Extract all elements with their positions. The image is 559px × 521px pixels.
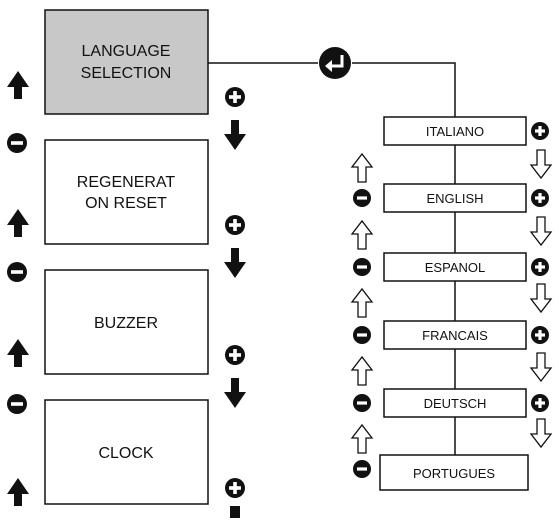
outline-up-arrow-icon[interactable] xyxy=(350,355,374,386)
plus-icon[interactable] xyxy=(531,326,549,344)
down-arrow-stub-icon xyxy=(230,506,240,518)
outline-up-arrow-icon[interactable] xyxy=(350,287,374,318)
language-up-controls xyxy=(350,152,374,478)
enter-icon[interactable] xyxy=(319,47,351,79)
minus-icon[interactable] xyxy=(353,189,371,207)
down-arrow-icon[interactable] xyxy=(224,248,246,278)
plus-icon[interactable] xyxy=(531,258,549,276)
language-option-label: ENGLISH xyxy=(426,191,483,206)
down-arrow-icon[interactable] xyxy=(224,120,246,150)
outline-down-arrow-icon[interactable] xyxy=(529,418,553,449)
outline-up-arrow-icon[interactable] xyxy=(350,152,374,183)
up-arrow-icon[interactable] xyxy=(7,478,29,506)
plus-icon[interactable] xyxy=(531,189,549,207)
outline-down-arrow-icon[interactable] xyxy=(529,283,553,314)
menu-box-label-line: SELECTION xyxy=(81,65,172,82)
language-down-controls xyxy=(529,122,553,449)
language-option-deutsch[interactable]: DEUTSCH xyxy=(383,388,527,418)
menu-box-clock[interactable]: CLOCK xyxy=(44,399,209,505)
outline-down-arrow-icon[interactable] xyxy=(529,352,553,383)
minus-icon[interactable] xyxy=(353,326,371,344)
minus-icon[interactable] xyxy=(353,394,371,412)
outline-up-arrow-icon[interactable] xyxy=(350,423,374,454)
plus-icon[interactable] xyxy=(225,478,245,498)
language-list: ITALIANO ENGLISH ESPANOL FRANCAIS DEUTSC… xyxy=(379,116,529,491)
menu-box-regeneration-reset[interactable]: REGENERAT ON RESET xyxy=(44,139,209,245)
plus-icon[interactable] xyxy=(531,122,549,140)
up-arrow-icon[interactable] xyxy=(7,209,29,237)
down-arrow-icon[interactable] xyxy=(224,378,246,408)
enter-to-list-line xyxy=(352,62,456,117)
menu-box-label-line: BUZZER xyxy=(94,315,158,332)
middle-down-controls xyxy=(224,87,246,518)
plus-icon[interactable] xyxy=(225,345,245,365)
outline-down-arrow-icon[interactable] xyxy=(529,149,553,180)
menu-box-label-line: REGENERAT xyxy=(77,174,176,191)
menu-box-label-line: LANGUAGE xyxy=(82,43,171,60)
language-option-label: DEUTSCH xyxy=(424,396,487,411)
minus-icon[interactable] xyxy=(7,262,27,282)
language-option-italiano[interactable]: ITALIANO xyxy=(383,116,527,146)
language-option-label: PORTUGUES xyxy=(413,466,495,481)
language-option-label: ESPANOL xyxy=(425,260,485,275)
minus-icon[interactable] xyxy=(353,258,371,276)
plus-icon[interactable] xyxy=(225,215,245,235)
plus-icon[interactable] xyxy=(531,394,549,412)
minus-icon[interactable] xyxy=(7,394,27,414)
menu-box-label-line: CLOCK xyxy=(98,445,153,462)
minus-icon[interactable] xyxy=(7,133,27,153)
plus-icon[interactable] xyxy=(225,87,245,107)
language-option-label: ITALIANO xyxy=(426,124,484,139)
language-option-francais[interactable]: FRANCAIS xyxy=(383,320,527,350)
outline-down-arrow-icon[interactable] xyxy=(529,216,553,247)
outline-up-arrow-icon[interactable] xyxy=(350,219,374,250)
up-arrow-icon[interactable] xyxy=(7,339,29,367)
menu-box-label-line: ON RESET xyxy=(85,195,167,212)
language-option-portugues[interactable]: PORTUGUES xyxy=(379,454,529,491)
main-menu-boxes: LANGUAGE SELECTION REGENERAT ON RESET BU… xyxy=(44,9,209,505)
left-up-controls xyxy=(7,71,29,506)
minus-icon[interactable] xyxy=(353,460,371,478)
menu-box-language-selection[interactable]: LANGUAGE SELECTION xyxy=(44,9,209,115)
up-arrow-icon[interactable] xyxy=(7,71,29,99)
menu-box-buzzer[interactable]: BUZZER xyxy=(44,269,209,375)
language-option-english[interactable]: ENGLISH xyxy=(383,183,527,213)
language-option-label: FRANCAIS xyxy=(422,328,488,343)
language-option-espanol[interactable]: ESPANOL xyxy=(383,252,527,282)
